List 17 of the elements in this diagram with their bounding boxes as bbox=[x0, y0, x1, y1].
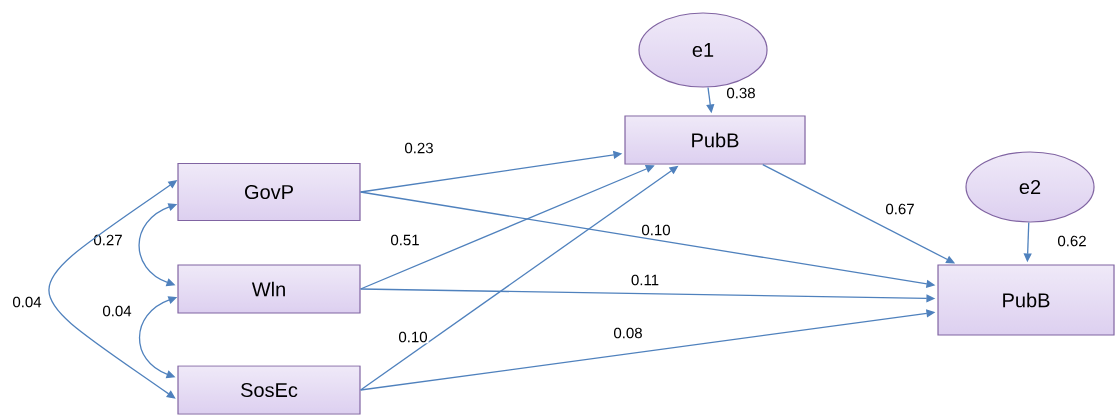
coefficient-label: 0.10 bbox=[640, 223, 672, 237]
coefficient-label: 0.27 bbox=[92, 233, 124, 247]
variable-box: SosEc bbox=[177, 365, 361, 415]
coefficient-label: 0.67 bbox=[884, 202, 916, 216]
coefficient-label: 0.51 bbox=[389, 233, 421, 247]
coefficient-label: 0.04 bbox=[11, 295, 43, 309]
variable-box: PubB bbox=[937, 264, 1115, 336]
coefficient-label: 0.38 bbox=[725, 86, 757, 100]
coefficient-label: 0.23 bbox=[403, 141, 435, 155]
coefficient-label: 0.62 bbox=[1056, 234, 1088, 248]
variable-box: PubB bbox=[624, 115, 806, 165]
variable-box: Wln bbox=[177, 264, 361, 314]
coefficient-label: 0.04 bbox=[101, 304, 133, 318]
coefficient-label: 0.11 bbox=[629, 273, 661, 287]
variable-box: GovP bbox=[177, 162, 361, 222]
coefficient-label: 0.08 bbox=[612, 326, 644, 340]
coefficient-label: 0.10 bbox=[397, 330, 429, 344]
